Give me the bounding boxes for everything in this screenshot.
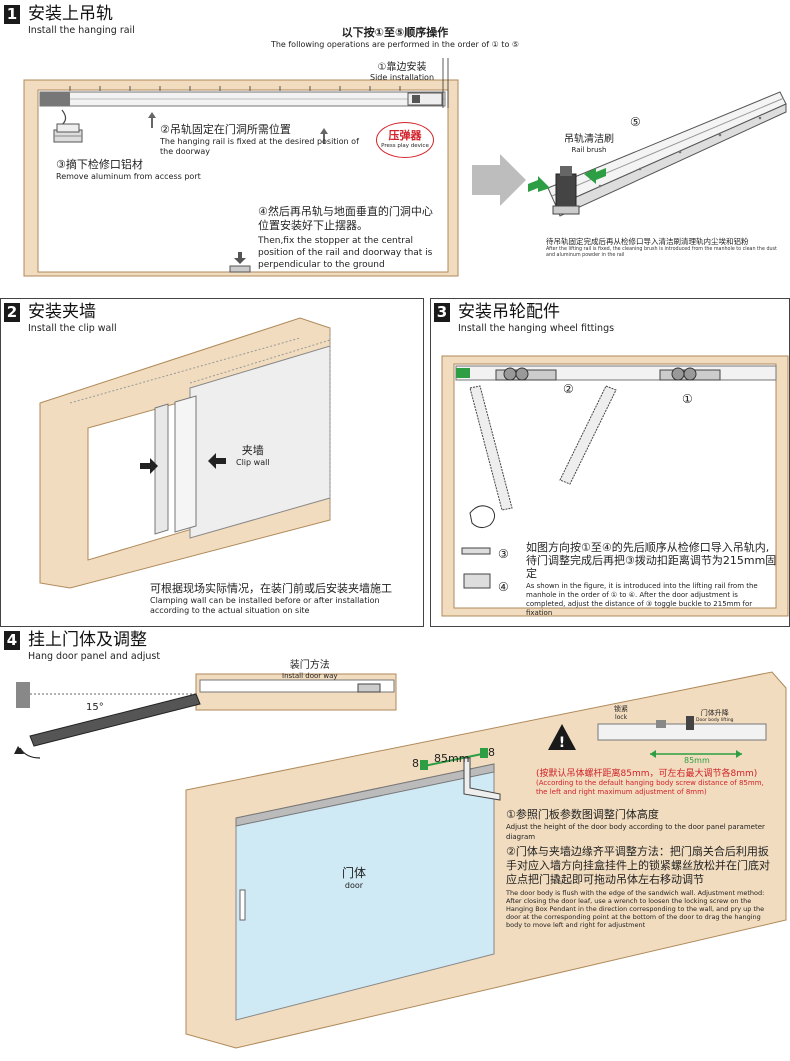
dim-left: 8 [412, 757, 419, 770]
lift-cn: 门体升降 [696, 708, 734, 718]
dim-top: 85mm [684, 756, 710, 765]
section-2-drawing [0, 298, 424, 627]
angle-label: 15° [86, 702, 104, 713]
clip-en: Clip wall [236, 458, 270, 468]
step2-cn: ②吊轨固定在门洞所需位置 [160, 121, 360, 137]
way-cn: 装门方法 [282, 656, 338, 671]
step3-en: Remove aluminum from access port [56, 172, 236, 182]
clean-cn: 待吊轨固定完成后再从检修口导入清洁刷清理轨内尘埃和铝粉 [546, 236, 786, 247]
step2-en: The hanging rail is fixed at the desired… [160, 137, 360, 157]
lock-cn: 锁紧 [614, 704, 628, 714]
fittings-cn: 如图方向按①至④的先后顺序从检修口导入吊轨内,待门调整完成后再把③拨动扣距离调节… [526, 541, 778, 580]
adjust-note: ①参照门板参数图调整门体高度 Adjust the height of the … [506, 806, 778, 929]
rail-end-left [40, 92, 70, 106]
step2-fix: ②吊轨固定在门洞所需位置 The hanging rail is fixed a… [160, 121, 360, 157]
dim-mid: 85mm [434, 752, 469, 765]
fitting-num-2: ② [563, 382, 574, 396]
brush-en: Rail brush [564, 145, 614, 155]
step4-stopper: ④然后再吊轨与地面垂直的门洞中心位置安装好下止摆器。 Then,fix the … [258, 205, 434, 271]
door-label: 门体 door [342, 864, 366, 891]
fittings-en: As shown in the figure, it is introduced… [526, 582, 778, 618]
fittings-note: 如图方向按①至④的先后顺序从检修口导入吊轨内,待门调整完成后再把③拨动扣距离调节… [526, 541, 778, 618]
adj1-cn: ①参照门板参数图调整门体高度 [506, 806, 778, 822]
step1-cn: ①靠边安装 [370, 58, 434, 73]
door-cn: 门体 [342, 864, 366, 881]
tilted-door [30, 694, 200, 746]
clip-note-en: Clamping wall can be installed before or… [150, 596, 418, 616]
step3-cn: ③摘下检修口铝材 [56, 156, 236, 172]
hand-icon [470, 506, 495, 528]
lift-label: 门体升降 Door body lifting [696, 708, 734, 723]
aluminum-4-icon [464, 574, 490, 588]
step3-remove: ③摘下检修口铝材 Remove aluminum from access por… [56, 156, 236, 182]
clip-wall-label: 夹墙 Clip wall [236, 442, 270, 468]
adj2-cn: ②门体与夹墙边缘齐平调整方法：把门扇关合后利用扳手对应入墙方向挂盒挂件上的锁紧螺… [506, 845, 778, 887]
wall-block [16, 682, 30, 708]
gray-transition-arrow [472, 154, 526, 206]
brush-cn: 吊轨清洁刷 [564, 130, 614, 145]
adj1-en: Adjust the height of the door body accor… [506, 822, 778, 842]
wheel-fitting-2 [496, 368, 556, 380]
buckle-3-icon [462, 548, 490, 554]
access-aluminum [54, 124, 82, 142]
clip-cn: 夹墙 [236, 442, 270, 458]
detail-rail [598, 724, 766, 740]
press-cn: 压弹器 [377, 127, 433, 143]
clip-note: 可根据现场实际情况，在装门前或后安装夹墙施工 Clamping wall can… [150, 580, 418, 616]
wheel-fitting-1 [660, 368, 720, 380]
way-en: Install door way [282, 671, 338, 681]
press-device-badge: 压弹器 Press play device [376, 122, 434, 158]
door-en: door [342, 881, 366, 891]
step1-side: ①靠边安装 Side installation [370, 58, 434, 83]
adj2-en: The door body is flush with the edge of … [506, 889, 778, 929]
door-way-label: 装门方法 Install door way [282, 656, 338, 681]
lock-en: lock [614, 714, 628, 721]
step4-en: Then,fix the stopper at the central posi… [258, 235, 434, 271]
brush-label: 吊轨清洁刷 Rail brush [564, 130, 614, 155]
default-cn: (按默认吊体螺杆距离85mm，可左右最大调节各8mm) [536, 766, 776, 779]
lift-en: Door body lifting [696, 718, 734, 723]
default-note: (按默认吊体螺杆距离85mm，可左右最大调节各8mm) (According t… [536, 766, 776, 797]
default-en: (According to the default hanging body s… [536, 779, 776, 797]
step4-cn: ④然后再吊轨与地面垂直的门洞中心位置安装好下止摆器。 [258, 205, 434, 233]
dim-right: 8 [488, 746, 495, 759]
clean-note: 待吊轨固定完成后再从检修口导入清洁刷清理轨内尘埃和铝粉 After the li… [546, 236, 786, 259]
fitting-num-3: ③ [498, 547, 509, 561]
clip-note-cn: 可根据现场实际情况，在装门前或后安装夹墙施工 [150, 580, 418, 596]
clean-en: After the lifting rail is fixed, the cle… [546, 247, 786, 259]
fitting-num-4: ④ [498, 580, 509, 594]
step1-en: Side installation [370, 73, 434, 83]
lock-label: 锁紧 lock [614, 704, 628, 721]
press-en: Press play device [377, 143, 433, 149]
rail-brush-icon [553, 166, 579, 214]
svg-text:!: ! [559, 735, 565, 751]
fitting-num-1: ① [682, 392, 693, 406]
step5-number: ⑤ [630, 115, 641, 129]
